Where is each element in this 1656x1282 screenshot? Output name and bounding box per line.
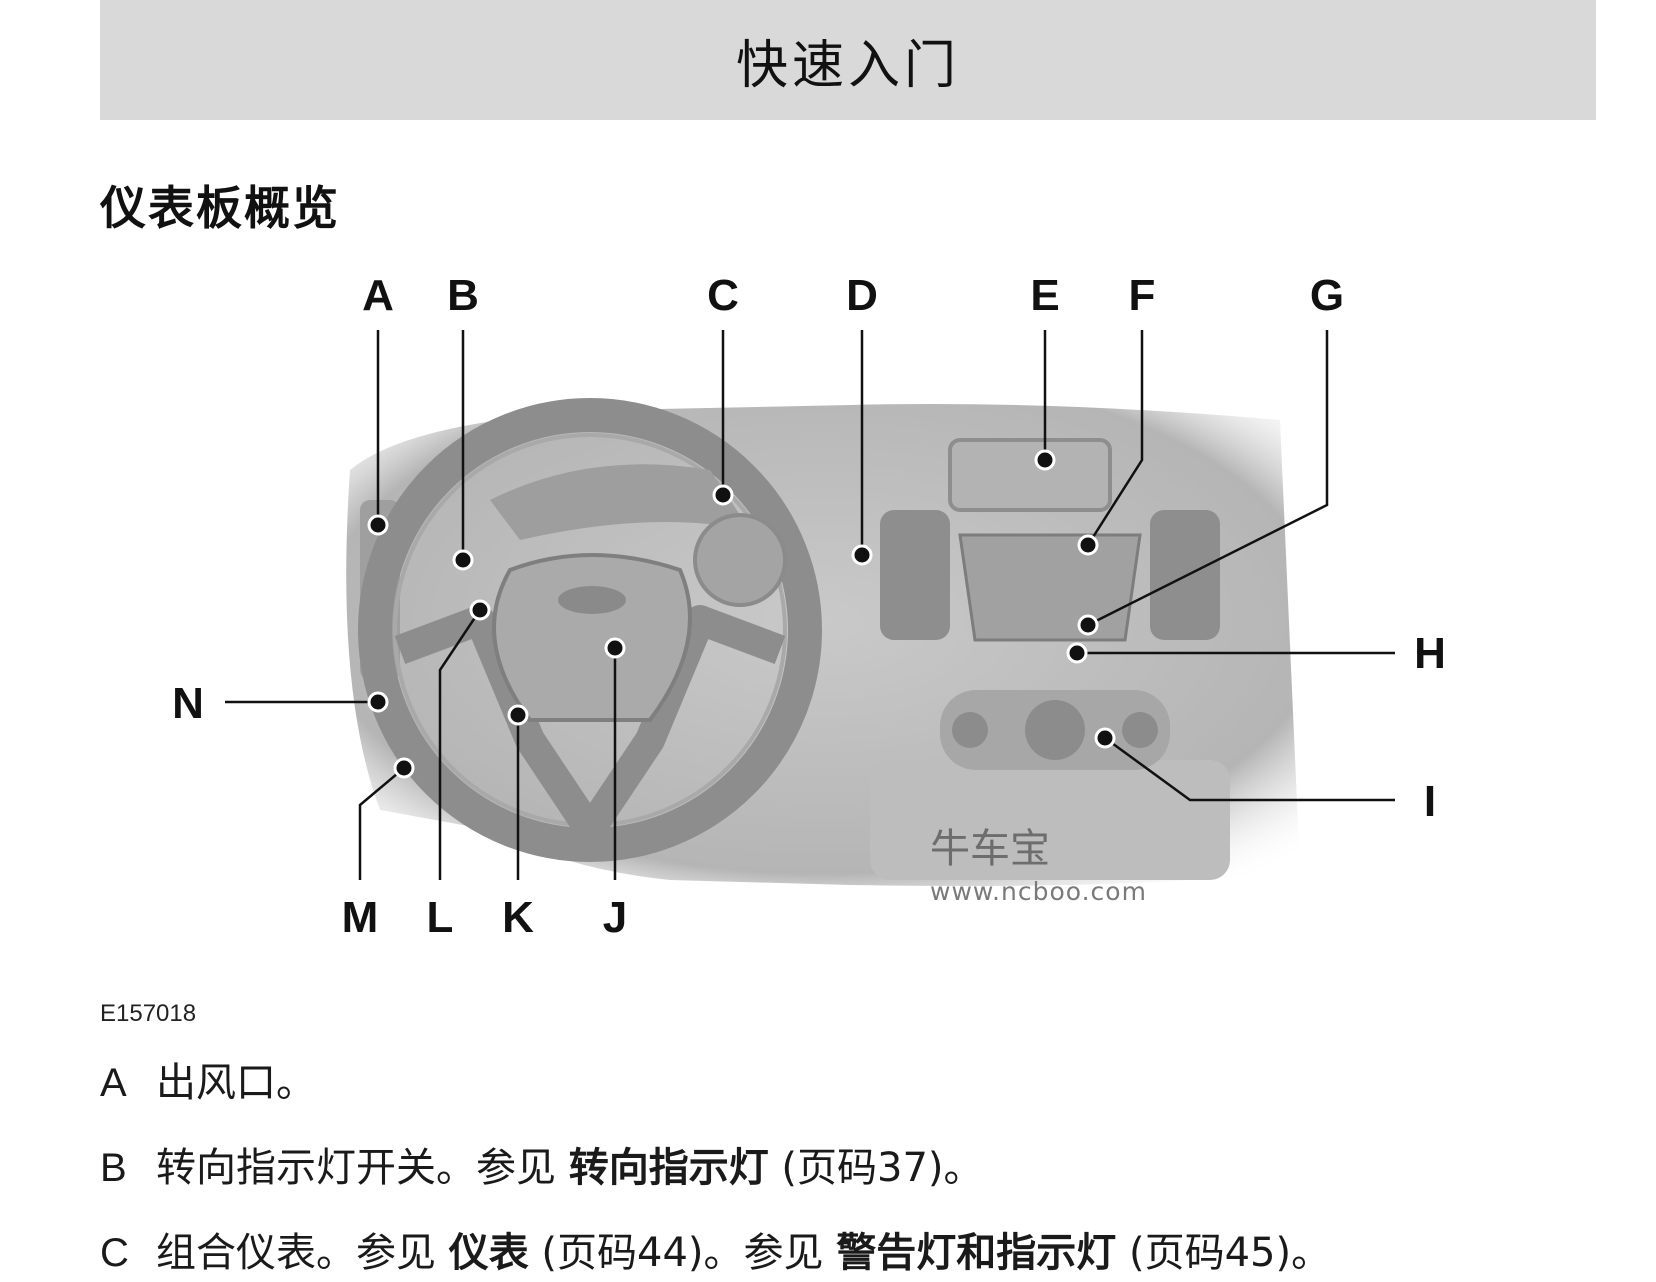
- cross-reference-link-2[interactable]: 警告灯和指示灯: [836, 1230, 1117, 1276]
- callout-dots: [367, 449, 1116, 779]
- console-lower: [870, 760, 1230, 880]
- callout-label-k: K: [502, 893, 534, 942]
- climate-knob-center: [1025, 700, 1085, 760]
- item-text: 组合仪表。参见: [156, 1230, 449, 1276]
- cross-reference-link[interactable]: 仪表: [448, 1230, 529, 1276]
- chapter-header: 快速入门: [100, 0, 1596, 120]
- climate-knob-left: [952, 712, 988, 748]
- item-text: 转向指示灯开关。参见: [156, 1145, 569, 1191]
- callout-label-j: J: [603, 893, 627, 942]
- watermark-text: 牛车宝: [930, 826, 1050, 872]
- figure-code: E157018: [100, 1000, 197, 1027]
- dashboard-figure: A B C D E F G H I N M L K J 牛车宝 www.ncbo…: [150, 270, 1550, 1000]
- cross-reference-link[interactable]: 转向指示灯: [568, 1145, 769, 1191]
- center-vent-left: [880, 510, 950, 640]
- callout-label-d: D: [846, 271, 878, 320]
- page-reference-2: (页码45)。: [1116, 1230, 1332, 1276]
- item-key: B: [100, 1146, 127, 1190]
- description-item-a: A 出风口。: [100, 1050, 316, 1108]
- watermark-url: www.ncboo.com: [930, 877, 1147, 906]
- item-text: 出风口。: [156, 1060, 316, 1106]
- callout-label-m: M: [342, 893, 379, 942]
- center-display: [948, 438, 1112, 512]
- leader-lines: [225, 330, 1395, 880]
- audio-control-panel: [958, 533, 1142, 642]
- callout-label-h: H: [1414, 629, 1446, 678]
- airbag-hub: [492, 553, 692, 722]
- ford-logo: [558, 586, 626, 614]
- callout-label-n: N: [172, 679, 204, 728]
- callout-label-l: L: [427, 893, 454, 942]
- callout-label-g: G: [1310, 271, 1344, 320]
- dashboard-illustration: A B C D E F G H I N M L K J 牛车宝 www.ncbo…: [172, 271, 1446, 942]
- page-reference: (页码37)。: [768, 1145, 984, 1191]
- callout-label-a: A: [362, 271, 394, 320]
- callout-label-e: E: [1030, 271, 1059, 320]
- section-title: 仪表板概览: [100, 181, 340, 235]
- description-item-c: C 组合仪表。参见 仪表 (页码44)。参见 警告灯和指示灯 (页码45)。: [100, 1220, 1331, 1278]
- callout-label-c: C: [707, 271, 739, 320]
- chapter-title: 快速入门: [735, 35, 960, 96]
- callout-label-b: B: [447, 271, 479, 320]
- instrument-cluster: [490, 464, 750, 540]
- callout-label-i: I: [1424, 777, 1436, 826]
- item-key: C: [100, 1231, 129, 1275]
- item-key: A: [100, 1061, 127, 1105]
- right-gauge: [693, 513, 787, 607]
- callout-label-f: F: [1129, 271, 1156, 320]
- climate-knob-right: [1122, 712, 1158, 748]
- page-reference: (页码44)。参见: [528, 1230, 837, 1276]
- description-item-b: B 转向指示灯开关。参见 转向指示灯 (页码37)。: [100, 1135, 984, 1193]
